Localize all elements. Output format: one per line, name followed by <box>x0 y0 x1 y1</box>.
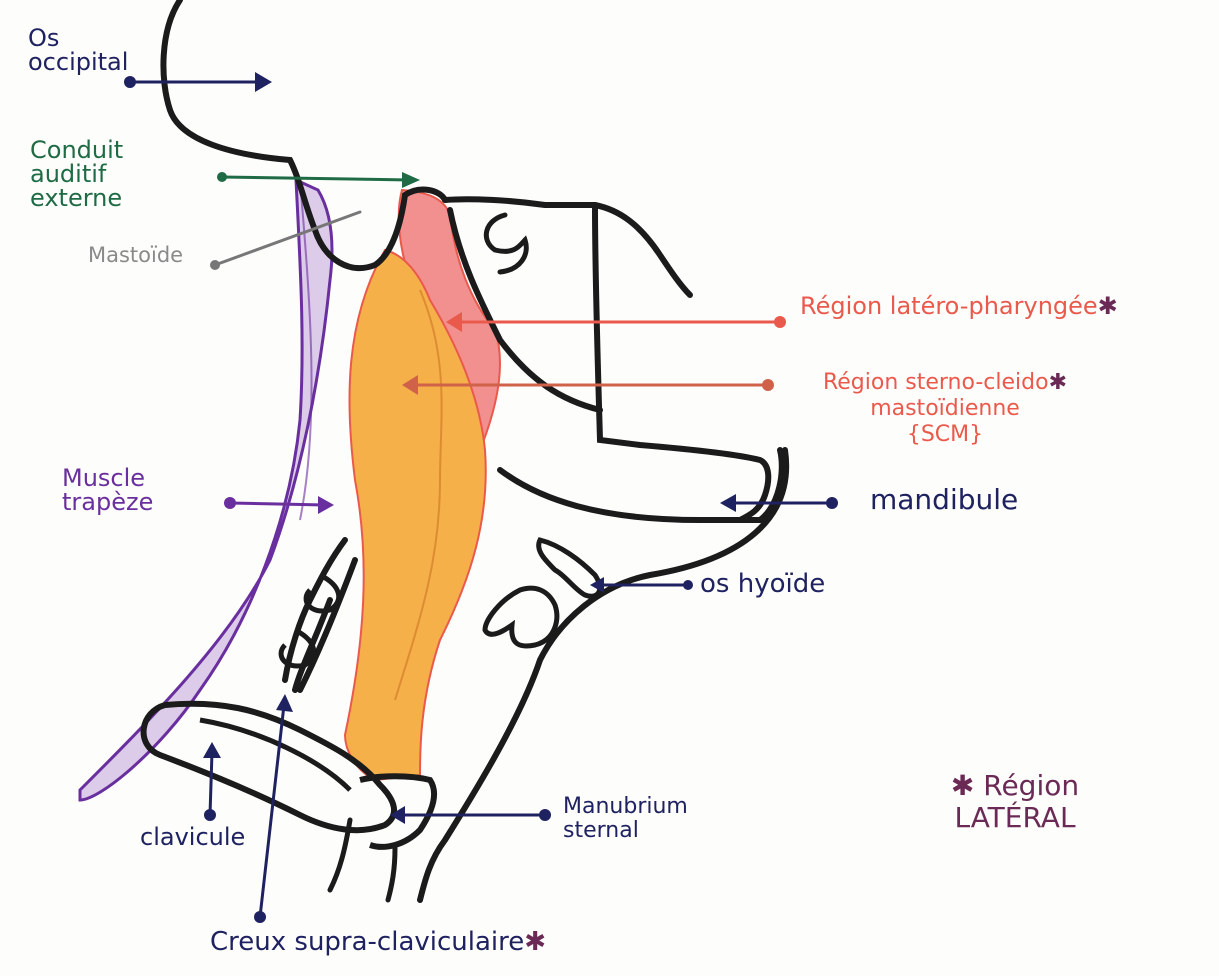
arrowhead-manubrium <box>390 806 405 824</box>
legend-text: Région <box>983 769 1080 802</box>
legend-line: LATÉRAL <box>954 801 1076 834</box>
dot-mastoide <box>210 260 220 270</box>
chest-line <box>327 817 353 893</box>
anterior-neck-outline <box>417 447 790 903</box>
occipital-outline <box>160 0 448 272</box>
label-os-hyoide: os hyoïde <box>700 569 826 599</box>
dot-manubrium <box>539 809 551 821</box>
arrowhead-latero-pharyngee <box>446 312 462 332</box>
label-line: trapèze <box>62 488 154 516</box>
trapeze-fiber <box>299 179 313 521</box>
dot-mandibule <box>826 497 838 509</box>
label-mandibule: mandibule <box>870 483 1019 516</box>
clavicle-shape <box>140 700 397 834</box>
label-os-occipital: Os occipital <box>28 26 128 74</box>
label-line: Conduit <box>30 136 124 164</box>
trapeze-muscle-shape <box>78 177 334 802</box>
arrowhead-clavicule <box>203 742 221 758</box>
arrowhead-creux-supra <box>276 694 293 712</box>
vertebra-arc <box>278 627 317 669</box>
dot-clavicule <box>204 809 216 821</box>
label-creux-supra: Creux supra-claviculaire✱ <box>210 927 547 957</box>
arrowhead-os-occipital <box>255 72 272 92</box>
ear-shape <box>483 212 529 275</box>
dot-os-occipital <box>124 76 136 88</box>
dot-trapeze <box>224 497 236 509</box>
asterisk-mark: ✱ <box>524 927 547 957</box>
arrowhead-trapeze <box>318 496 334 514</box>
scm-fiber <box>394 289 443 701</box>
clavicle-inner <box>199 717 352 792</box>
mandible-outline <box>442 196 693 298</box>
asterisk-mark: ✱ <box>1097 292 1118 320</box>
asterisk-mark: ✱ <box>1048 370 1068 395</box>
label-line: Muscle <box>62 464 146 492</box>
label-line: {SCM} <box>906 422 984 447</box>
arrowhead-mandibule <box>720 494 736 512</box>
arrow-clavicule <box>208 750 214 817</box>
ramus-outline <box>592 202 772 523</box>
arrow-creux-supra <box>258 703 286 919</box>
legend-line: ✱ Région <box>925 770 1105 802</box>
label-line: Manubrium <box>563 794 688 819</box>
hyoid-bone-shape <box>536 537 603 599</box>
chin-outline <box>497 447 785 523</box>
arrow-mastoide <box>213 210 362 267</box>
label-clavicule: clavicule <box>140 823 246 851</box>
dot-hyoide <box>683 580 693 590</box>
asterisk-mark: ✱ <box>950 769 975 802</box>
label-line: sternal <box>563 818 639 843</box>
arrow-trapeze <box>228 501 327 507</box>
label-sterno-cleido: Région sterno-cleido✱ mastoïdienne {SCM} <box>790 370 1100 448</box>
label-text: Région sterno-cleido <box>822 370 1049 395</box>
dot-conduit-auditif <box>217 172 227 182</box>
arrow-conduit-auditif <box>220 175 412 182</box>
label-line: mastoïdienne <box>870 396 1020 421</box>
arrowhead-hyoide <box>590 577 604 593</box>
label-conduit-auditif: Conduit auditif externe <box>30 138 123 210</box>
label-line: occipital <box>28 48 129 76</box>
larynx-shape <box>482 585 560 649</box>
arrowhead-conduit-auditif <box>402 172 420 188</box>
label-line: Os <box>28 24 60 52</box>
label-line: externe <box>30 184 123 212</box>
scm-muscle-shape <box>343 248 487 782</box>
chest-line <box>385 845 398 903</box>
dot-sterno-cleido <box>762 379 774 391</box>
legend-region-lateral: ✱ Région LATÉRAL <box>925 770 1105 834</box>
label-latero-pharyngee: Région latéro-pharyngée✱ <box>800 294 1118 318</box>
label-text: Creux supra-claviculaire <box>210 927 525 957</box>
dot-creux-supra <box>254 911 266 923</box>
manubrium-shape <box>359 773 438 850</box>
dot-latero-pharyngee <box>774 316 786 328</box>
vertebra-arc <box>303 572 342 614</box>
label-muscle-trapeze: Muscle trapèze <box>62 466 153 514</box>
arrowhead-sterno-cleido <box>402 375 418 395</box>
label-text: Région latéro-pharyngée <box>800 292 1098 320</box>
label-line: Région sterno-cleido✱ <box>790 370 1100 396</box>
label-manubrium: Manubrium sternal <box>563 795 688 843</box>
mandible-inner-outline <box>447 207 603 413</box>
label-mastoide: Mastoïde <box>88 243 184 267</box>
label-line: auditif <box>30 160 107 188</box>
